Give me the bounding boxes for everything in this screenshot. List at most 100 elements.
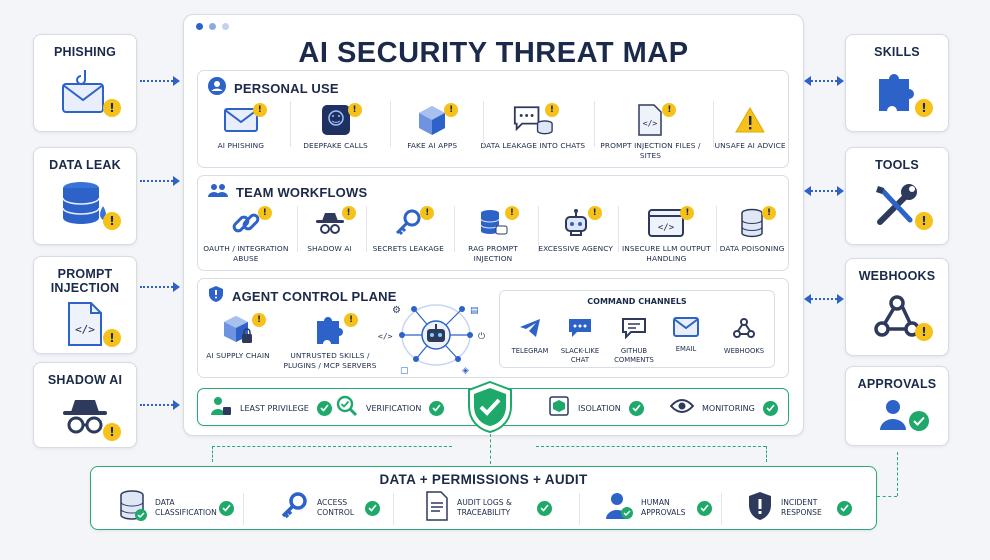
- integration-card-webhooks[interactable]: WEBHOOKS !: [845, 258, 949, 356]
- item-label: AI SUPPLY CHAIN: [206, 351, 270, 360]
- card-label: SKILLS: [874, 45, 920, 59]
- foundation-label: ACCESS CONTROL: [317, 498, 355, 517]
- cube-lock-icon: !: [218, 313, 266, 347]
- warning-icon: !: [915, 212, 933, 230]
- code-window-icon: </> !: [646, 206, 695, 240]
- foundation-title: DATA + PERMISSIONS + AUDIT: [379, 472, 588, 487]
- threat-item[interactable]: ! AI PHISHING: [198, 103, 284, 161]
- shield-check-icon: [466, 380, 514, 434]
- item-label: AI PHISHING: [217, 141, 265, 150]
- integration-card-skills[interactable]: SKILLS !: [845, 34, 949, 132]
- threat-item[interactable]: ! DATA LEAKAGE INTO CHATS: [477, 103, 589, 161]
- guardrail-item[interactable]: VERIFICATION: [336, 389, 445, 427]
- document-icon: [425, 491, 449, 525]
- item-label: RAG PROMPT INJECTION: [468, 244, 518, 263]
- foundation-label: HUMAN APPROVALS: [641, 498, 686, 517]
- chat-database-icon: !: [513, 103, 559, 137]
- check-icon: [762, 400, 778, 416]
- warning-icon: !: [915, 323, 933, 341]
- warning-icon: !: [762, 206, 777, 220]
- connector-line: [536, 446, 766, 447]
- database-drop-icon: !: [55, 180, 121, 230]
- check-icon: [219, 500, 234, 516]
- connector-line: [877, 496, 897, 497]
- panel-title: COMMAND CHANNELS: [587, 297, 687, 306]
- channel-item[interactable]: SLACK-LIKE CHAT: [556, 317, 604, 365]
- card-label: SHADOW AI: [47, 373, 123, 387]
- cube-app-icon: !: [412, 103, 459, 137]
- threat-item[interactable]: ! FAKE AI APPS: [387, 103, 477, 161]
- channel-item[interactable]: EMAIL: [662, 317, 710, 354]
- threat-item[interactable]: ! SHADOW AI: [294, 206, 366, 264]
- channel-item[interactable]: GITHUB COMMENTS: [610, 317, 658, 365]
- foundation-label: AUDIT LOGS & TRACEABILITY: [457, 498, 512, 517]
- card-label: PROMPT INJECTION: [50, 267, 120, 295]
- warning-icon: !: [103, 212, 121, 230]
- integration-card-tools[interactable]: TOOLS !: [845, 147, 949, 245]
- chat-bubble-icon: [567, 317, 593, 343]
- foundation-item[interactable]: ACCESS CONTROL: [279, 489, 380, 527]
- item-label: UNSAFE AI ADVICE: [714, 141, 786, 150]
- connector-line: [212, 446, 452, 447]
- warning-icon: !: [915, 99, 933, 117]
- warning-icon: !: [504, 206, 519, 220]
- user-circle-icon: [208, 77, 226, 99]
- card-label: DATA LEAK: [49, 158, 121, 172]
- foundation-item[interactable]: DATA CLASSIFICATION: [119, 489, 234, 527]
- warning-icon: !: [257, 206, 272, 220]
- svg-text:⚙: ⚙: [392, 305, 401, 316]
- foundation-item[interactable]: HUMAN APPROVALS: [605, 489, 712, 527]
- shield-warning-icon: [747, 491, 773, 525]
- threat-item[interactable]: ! EXCESSIVE AGENCY: [535, 206, 617, 264]
- webhook-icon: !: [867, 291, 933, 341]
- warning-icon: !: [252, 313, 266, 327]
- foundation-item[interactable]: AUDIT LOGS & TRACEABILITY: [425, 489, 552, 527]
- window-dots: [196, 23, 229, 30]
- page-title: AI SECURITY THREAT MAP: [298, 37, 689, 69]
- database-icon: [119, 490, 147, 526]
- database-warning-icon: !: [732, 206, 777, 240]
- threat-item[interactable]: ! DATA POISONING: [716, 206, 788, 264]
- item-label: DEEPFAKE CALLS: [303, 141, 368, 150]
- threat-item[interactable]: ! SECRETS LEAKAGE: [365, 206, 451, 264]
- user-icon: [867, 397, 929, 433]
- code-file-icon: </> !: [55, 299, 121, 349]
- threat-item[interactable]: </> ! PROMPT INJECTION FILES / SITES: [589, 103, 713, 161]
- threat-item[interactable]: ! AI SUPPLY CHAIN: [206, 313, 270, 361]
- channel-label: GITHUB COMMENTS: [614, 347, 654, 364]
- warning-icon: !: [341, 206, 356, 220]
- threat-item[interactable]: ! UNTRUSTED SKILLS / PLUGINS / MCP SERVE…: [282, 313, 378, 371]
- warning-icon: !: [587, 206, 602, 220]
- svg-text:</>: </>: [658, 223, 675, 233]
- channel-label: EMAIL: [675, 345, 697, 353]
- command-channels-panel: COMMAND CHANNELS TELEGRAM SLACK-LIKE CHA…: [499, 290, 775, 368]
- agent-hub-diagram: ⚙ ▤ </> ⏻ ▢ ◈: [374, 293, 498, 376]
- code-file-icon: </> !: [630, 103, 677, 137]
- puzzle-icon: !: [310, 313, 358, 347]
- card-label: PHISHING: [53, 45, 117, 59]
- channel-item[interactable]: TELEGRAM: [506, 317, 554, 356]
- channel-item[interactable]: WEBHOOKS: [720, 317, 768, 356]
- threat-card-phishing[interactable]: PHISHING !: [33, 34, 137, 132]
- threat-item[interactable]: </> ! INSECURE LLM OUTPUT HANDLING: [617, 206, 717, 264]
- threat-item[interactable]: ! RAG PROMPT INJECTION: [451, 206, 535, 264]
- warning-icon: !: [544, 103, 559, 117]
- link-icon: !: [226, 206, 272, 240]
- warning-icon: !: [103, 329, 121, 347]
- warning-icon: !: [444, 103, 459, 117]
- integration-card-approvals[interactable]: APPROVALS: [845, 366, 949, 446]
- threat-card-prompt-injection[interactable]: PROMPT INJECTION </> !: [33, 256, 137, 354]
- guardrail-item[interactable]: MONITORING: [669, 389, 778, 427]
- guardrail-item[interactable]: LEAST PRIVILEGE: [210, 389, 332, 427]
- threat-item[interactable]: ! OAUTH / INTEGRATION ABUSE: [198, 206, 294, 264]
- threat-card-shadow-ai[interactable]: SHADOW AI !: [33, 362, 137, 448]
- threat-card-data-leak[interactable]: DATA LEAK !: [33, 147, 137, 245]
- robot-icon: !: [556, 206, 602, 240]
- guardrail-item[interactable]: ISOLATION: [548, 389, 644, 427]
- item-label: EXCESSIVE AGENCY: [538, 244, 614, 253]
- threat-item[interactable]: ! DEEPFAKE CALLS: [284, 103, 388, 161]
- foundation-item[interactable]: INCIDENT RESPONSE: [747, 489, 852, 527]
- threat-item[interactable]: UNSAFE AI ADVICE: [712, 103, 788, 161]
- check-icon: [837, 500, 852, 516]
- telegram-icon: [518, 317, 542, 343]
